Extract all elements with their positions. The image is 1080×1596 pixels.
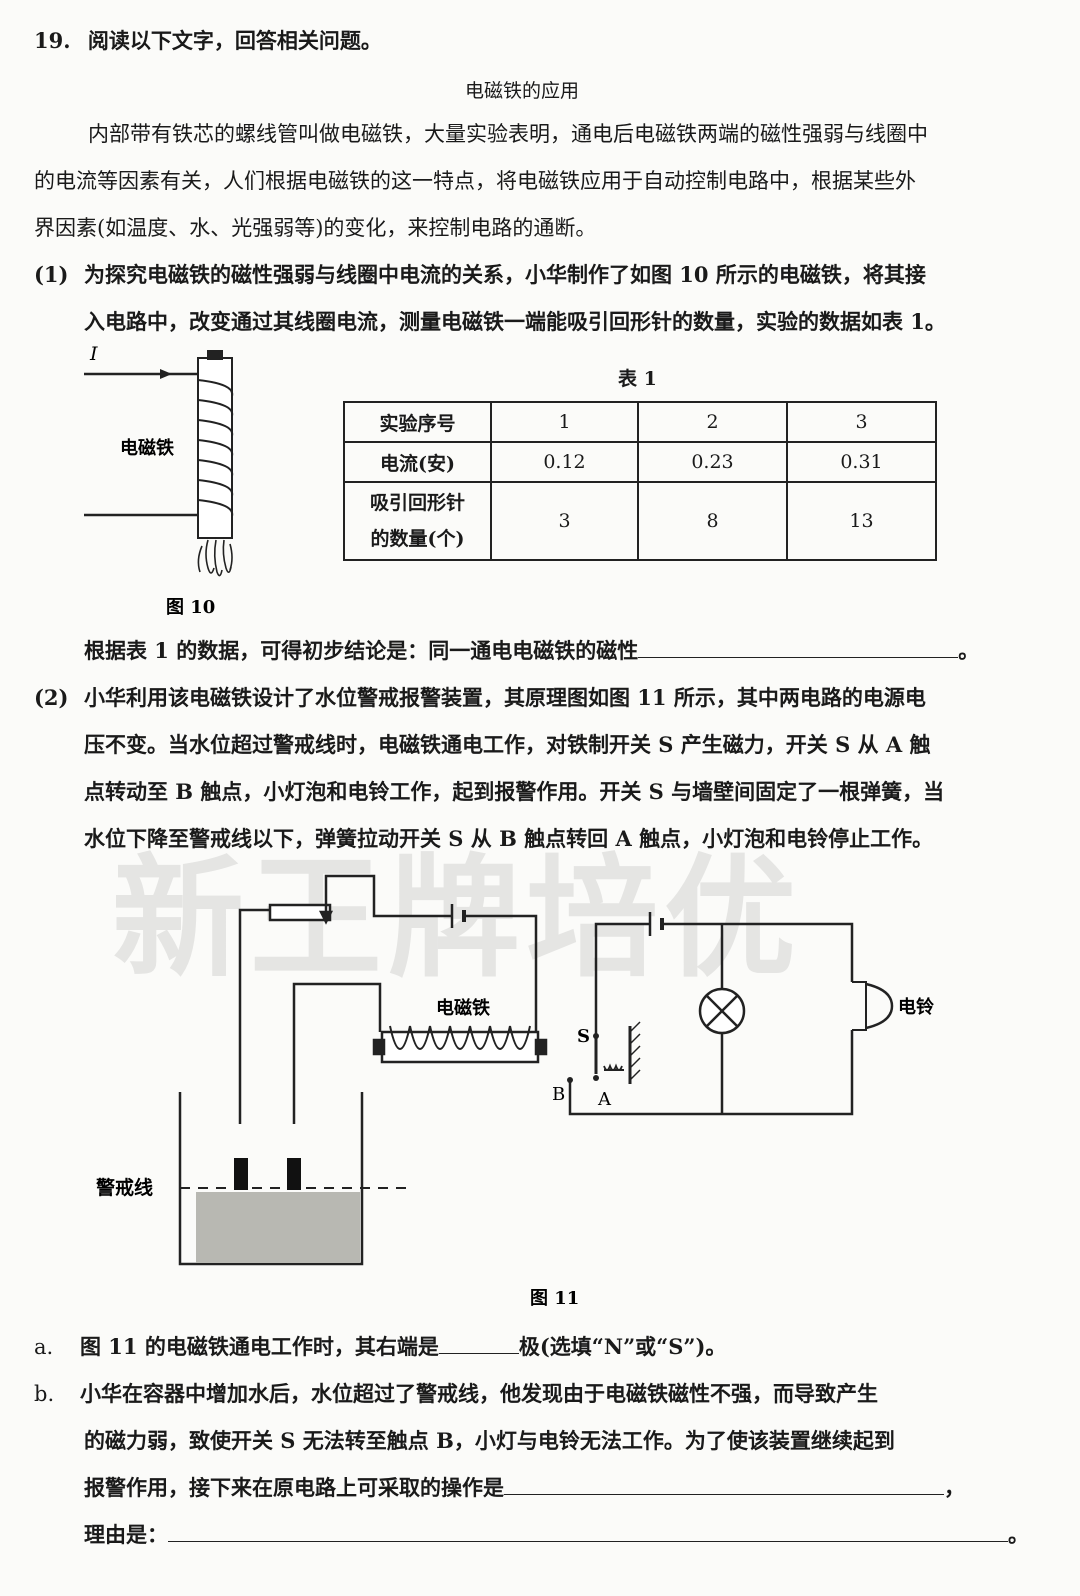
table-cell: 3 <box>490 481 639 561</box>
fig11-warning-label: 警戒线 <box>96 1176 153 1199</box>
probe-left <box>234 1158 248 1190</box>
sub-b-reason: 理由是： 。 <box>84 1512 1029 1558</box>
water <box>196 1192 360 1263</box>
row-header: 实验序号 <box>343 401 492 443</box>
answer-blank-4[interactable] <box>168 1540 1008 1542</box>
current-label: I <box>89 343 98 365</box>
conclusion-end: 。 <box>958 638 980 663</box>
coil-windings <box>197 379 234 517</box>
fig10-magnet-label: 电磁铁 <box>120 437 174 459</box>
contact-a-point <box>593 1075 599 1081</box>
arrow-icon <box>160 369 172 379</box>
sub-b-label: b. <box>34 1382 55 1406</box>
part1-label: (1) <box>34 262 69 287</box>
question-prompt: 阅读以下文字，回答相关问题。 <box>87 28 382 53</box>
probe-right <box>287 1158 301 1190</box>
control-wire-probe <box>292 982 382 1124</box>
question-header: 19. 阅读以下文字，回答相关问题。 <box>34 18 382 64</box>
alarm-wire-left <box>594 922 650 1036</box>
fig11-caption: 图 11 <box>530 1288 579 1309</box>
container-walls <box>178 1092 364 1266</box>
row-header-line: 吸引回形针 <box>369 492 465 514</box>
part1-conclusion: 根据表 1 的数据，可得初步结论是：同一通电电磁铁的磁性 。 <box>84 628 979 674</box>
table1-title: 表 1 <box>618 368 657 390</box>
table-cell: 0.31 <box>786 441 937 483</box>
sub-a-label: a. <box>34 1335 54 1359</box>
switch-pivot <box>593 1033 599 1039</box>
control-wire-right <box>464 914 538 1032</box>
bell-base <box>852 981 867 1031</box>
solenoid-core <box>197 357 233 539</box>
magnet-end-left <box>372 1038 386 1056</box>
reason-text: 理由是： <box>84 1522 168 1547</box>
table-row: 实验序号 1 2 3 <box>343 401 937 443</box>
fig11-switch-label: S <box>577 1026 590 1047</box>
watermark: 新王牌培优 <box>112 842 802 996</box>
table-cell: 3 <box>786 401 937 443</box>
fig11-bell-label: 电铃 <box>898 996 934 1018</box>
control-wire-top <box>324 874 452 918</box>
article-line-1: 内部带有铁芯的螺线管叫做电磁铁，大量实验表明，通电后电磁铁两端的磁性强弱与线圈中 <box>88 122 928 146</box>
part2-line-1: 小华利用该电磁铁设计了水位警戒报警装置，其原理图如图 11 所示，其中两电路的电… <box>84 685 926 710</box>
figure-11-diagram: 电磁铁 电铃 S A B 警戒线 图 11 <box>96 874 934 1309</box>
row-header-line: 的数量(个) <box>370 528 465 550</box>
part1-line-2: 入电路中，改变通过其线圈电流，测量电磁铁一端能吸引回形针的数量，实验的数据如表 … <box>84 309 946 334</box>
operation-end: ， <box>944 1475 965 1500</box>
table-cell: 8 <box>637 481 788 561</box>
sub-a-text: 图 11 的电磁铁通电工作时，其右端是 极(选填“N”或“S”)。 <box>80 1324 726 1370</box>
alarm-wire-bottom <box>568 1030 854 1116</box>
answer-blank-2[interactable] <box>438 1352 519 1354</box>
table-row: 电流(安) 0.12 0.23 0.31 <box>343 441 937 483</box>
article-title: 电磁铁的应用 <box>465 80 580 102</box>
sub-a-after: 极(选填“N”或“S”)。 <box>518 1334 727 1359</box>
article-line-3: 界因素(如温度、水、光强弱等)的变化，来控制电路的通断。 <box>34 216 597 240</box>
part2-line-2: 压不变。当水位超过警戒线时，电磁铁通电工作，对铁制开关 S 产生磁力，开关 S … <box>84 732 931 757</box>
fig11-contact-b: B <box>552 1084 565 1105</box>
answer-blank-3[interactable] <box>504 1493 944 1495</box>
magnet-end-right <box>534 1038 548 1056</box>
conclusion-text: 根据表 1 的数据，可得初步结论是：同一通电电磁铁的磁性 <box>84 638 639 663</box>
alarm-wire-top <box>662 922 854 982</box>
part2-line-4: 水位下降至警戒线以下，弹簧拉动开关 S 从 B 触点转回 A 触点，小灯泡和电铃… <box>84 826 934 851</box>
table-cell: 1 <box>490 401 639 443</box>
table-cell: 0.12 <box>490 441 639 483</box>
spring-icon <box>603 1063 623 1071</box>
answer-blank-1[interactable] <box>638 656 959 658</box>
part2-line-3: 点转动至 B 触点，小灯泡和电铃工作，起到报警作用。开关 S 与墙壁间固定了一根… <box>84 779 945 804</box>
row-header: 吸引回形针 的数量(个) <box>343 481 492 561</box>
part2-label: (2) <box>34 685 69 710</box>
part1-line-1: 为探究电磁铁的磁性强弱与线圈中电流的关系，小华制作了如图 10 所示的电磁铁，将… <box>84 262 926 287</box>
table-row: 吸引回形针 的数量(个) 3 8 13 <box>343 481 937 561</box>
reason-end: 。 <box>1008 1522 1029 1547</box>
table-1: 实验序号 1 2 3 电流(安) 0.12 0.23 0.31 吸引回形针 的数… <box>343 401 937 561</box>
question-number: 19. <box>34 28 71 53</box>
bell-dome <box>865 982 894 1030</box>
table-cell: 0.23 <box>637 441 788 483</box>
contact-b-point <box>567 1077 573 1083</box>
sub-a-before: 图 11 的电磁铁通电工作时，其右端是 <box>80 1334 439 1359</box>
sub-b-line-1: 小华在容器中增加水后，水位超过了警戒线，他发现由于电磁铁磁性不强，而导致产生 <box>80 1381 878 1406</box>
fig10-caption: 图 10 <box>166 597 215 618</box>
article-line-2: 的电流等因素有关，人们根据电磁铁的这一特点，将电磁铁应用于自动控制电路中，根据某… <box>34 169 916 193</box>
figure-10-diagram: I 电磁铁 图 10 <box>84 343 234 618</box>
paperclips-icon <box>197 539 233 577</box>
table-cell: 13 <box>786 481 937 561</box>
sub-b-line-2: 的磁力弱，致使开关 S 无法转至触点 B，小灯与电铃无法工作。为了使该装置继续起… <box>84 1428 895 1453</box>
control-wire-left <box>238 908 270 1124</box>
core-end-cap <box>207 350 223 360</box>
operation-text: 报警作用，接下来在原电路上可采取的操作是 <box>84 1475 504 1500</box>
electromagnet-core <box>380 1030 540 1064</box>
fig11-contact-a: A <box>597 1089 612 1110</box>
magnet-coil <box>389 1025 531 1050</box>
fig11-magnet-label: 电磁铁 <box>436 997 490 1019</box>
wall-hatch <box>629 1021 641 1081</box>
table-cell: 2 <box>637 401 788 443</box>
row-header: 电流(安) <box>343 441 492 483</box>
sub-b-operation: 报警作用，接下来在原电路上可采取的操作是 ， <box>84 1465 965 1511</box>
